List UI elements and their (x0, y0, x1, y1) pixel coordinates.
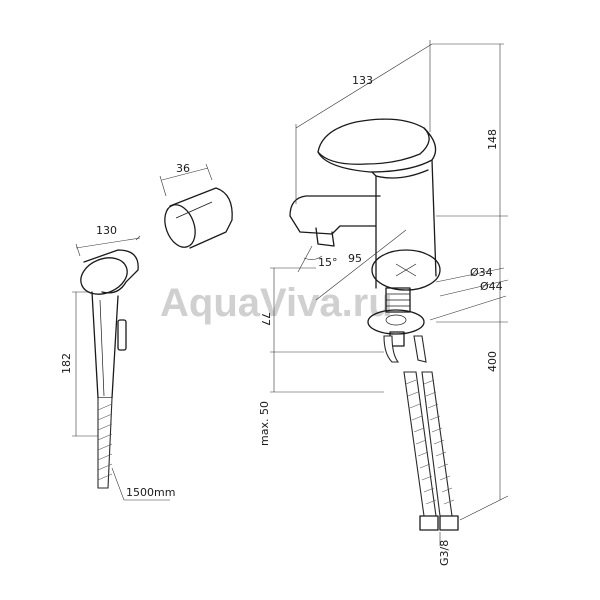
hole-max-label: Ø44 (480, 280, 503, 293)
countertop-label: max. 50 (258, 401, 271, 446)
shower-width-label: 130 (96, 224, 117, 237)
hole-min-label: Ø34 (470, 266, 493, 279)
height-label: 148 (486, 129, 499, 150)
angle-label: 15° (318, 256, 338, 269)
body-height-label: 77 (259, 312, 272, 326)
shower-dimensions: 130 182 1500mm (60, 224, 175, 501)
watermark-text: AquaViva.ru (160, 281, 393, 325)
reach-label: 95 (348, 252, 362, 265)
mixer-dimensions: 133 148 15° 95 Ø34 Ø44 77 max. 50 400 (258, 40, 509, 566)
supply-hoses (383, 335, 459, 531)
hose-length-label: 400 (486, 351, 499, 372)
shower-holder: 36 (159, 162, 233, 249)
holder-depth-label: 36 (176, 162, 190, 175)
connection-label: G3/8 (438, 540, 451, 566)
shower-hose-label: 1500mm (126, 486, 175, 499)
shower-height-label: 182 (60, 353, 73, 374)
mixer-body (289, 118, 441, 347)
spout-length-label: 133 (352, 74, 373, 87)
hand-shower (80, 249, 139, 489)
